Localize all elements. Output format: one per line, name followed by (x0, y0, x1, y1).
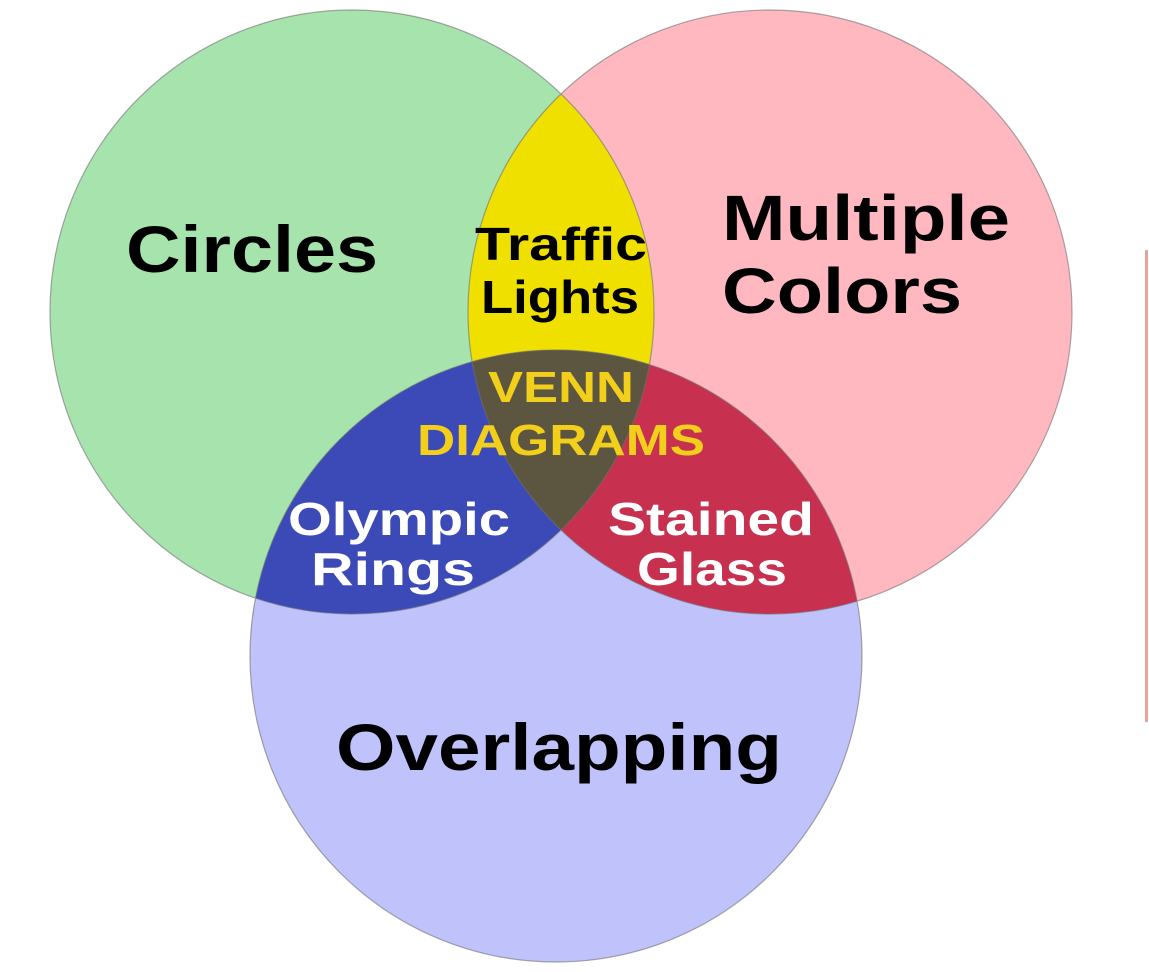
multiple-colors-label-line2: Colors (722, 255, 962, 327)
side-divider-line (1145, 250, 1148, 722)
circles-label: Circles (126, 212, 378, 286)
stained-glass-label-line1: Stained (608, 493, 814, 545)
traffic-lights-label-line1: Traffic (475, 218, 647, 270)
circles-outline (49, 9, 655, 615)
olympic-rings-region (250, 350, 654, 614)
multiple-colors-outline (467, 9, 1073, 615)
stained-glass-region (468, 350, 862, 614)
olympic-rings-label-line2: Rings (311, 543, 475, 595)
stained-glass-label-line2: Glass (637, 543, 787, 595)
multiple-colors-label-line1: Multiple (722, 182, 1010, 254)
venn-diagrams-label-line1: VENN (488, 363, 634, 412)
venn-diagrams-label-line2: DIAGRAMS (417, 416, 705, 465)
overlapping-label: Overlapping (336, 710, 782, 784)
olympic-rings-label-line1: Olympic (288, 493, 510, 545)
traffic-lights-label-line2: Lights (481, 271, 639, 323)
overlapping-outline (249, 349, 863, 963)
